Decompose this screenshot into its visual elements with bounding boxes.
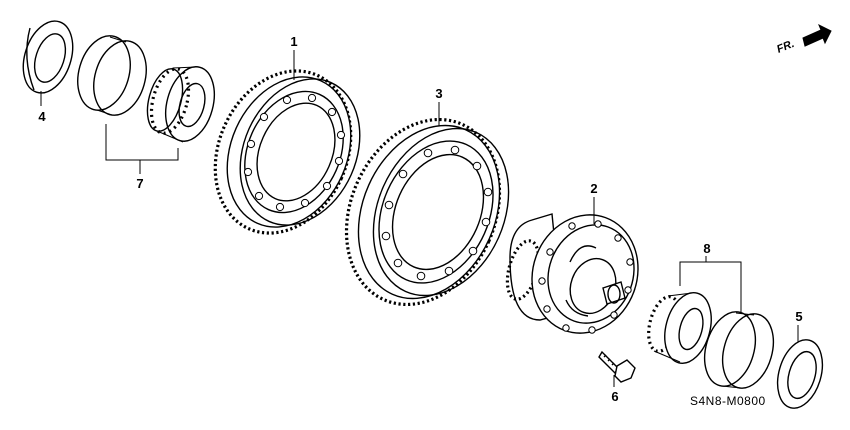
tapered-roller-bearing-right (647, 292, 712, 364)
callout-7: 7 (136, 176, 143, 191)
front-direction-indicator: FR. (775, 23, 832, 56)
shim-washer-right (776, 339, 824, 409)
diagram-part-code: S4N8-M0800 (690, 394, 766, 408)
final-driven-gear-1 (213, 69, 361, 235)
differential-carrier (505, 213, 639, 334)
tapered-roller-bearing-left (146, 66, 215, 143)
callout-8: 8 (703, 241, 710, 256)
callout-5: 5 (795, 309, 802, 324)
shim-washer-left (22, 20, 74, 94)
callout-2: 2 (590, 181, 597, 196)
mounting-bolt (598, 350, 636, 383)
callout-3: 3 (435, 86, 442, 101)
front-arrow-icon (802, 23, 832, 47)
bearing-outer-race-left (77, 35, 147, 116)
callout-4: 4 (38, 109, 46, 124)
callout-6: 6 (611, 389, 618, 404)
leader-lines (40, 50, 799, 387)
final-driven-gear-3 (344, 117, 510, 307)
front-label: FR. (775, 38, 796, 56)
callout-1: 1 (290, 34, 297, 49)
bearing-outer-race-right (703, 311, 775, 389)
